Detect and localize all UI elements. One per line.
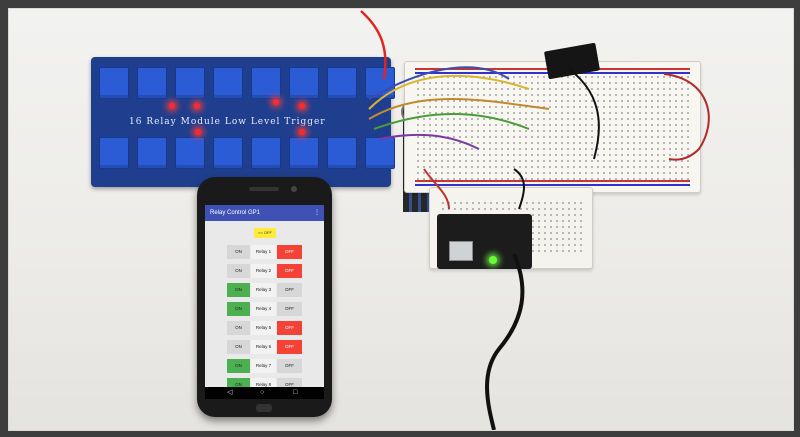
relay-block [175, 67, 205, 99]
on-button[interactable]: ON [227, 359, 250, 373]
ground-rail [415, 184, 690, 186]
red-wire [423, 168, 450, 210]
wires [360, 10, 710, 430]
status-led [195, 129, 201, 135]
relay-block [251, 67, 281, 99]
relay-block [213, 137, 243, 169]
overflow-menu-icon[interactable]: ⋮ [314, 210, 320, 216]
relay-name: Relay 2 [251, 264, 276, 278]
relay-block [327, 137, 357, 169]
off-button[interactable]: OFF [277, 359, 302, 373]
blue-wire [368, 66, 510, 100]
status-led [194, 103, 200, 109]
on-button[interactable]: ON [227, 340, 250, 354]
status-led [273, 99, 279, 105]
green-wire [373, 113, 530, 130]
black-wire [568, 68, 600, 160]
status-led [299, 129, 305, 135]
yellow-wire [368, 74, 530, 110]
on-button[interactable]: ON [227, 245, 250, 259]
on-button[interactable]: ON [227, 321, 250, 335]
home-icon[interactable]: ○ [260, 389, 265, 396]
app-title: Relay Control GP1 [210, 210, 261, 216]
all-off-button[interactable]: << OFF [254, 228, 276, 238]
recents-icon[interactable]: □ [293, 389, 298, 396]
on-button[interactable]: ON [227, 264, 250, 278]
status-led [299, 103, 305, 109]
purple-wire [378, 133, 480, 150]
power-rail [415, 180, 690, 182]
app-bar: Relay Control GP1 ⋮ [205, 205, 324, 221]
relay-name: Relay 1 [251, 245, 276, 259]
breadboard-holes [415, 74, 690, 180]
off-button[interactable]: OFF [277, 302, 302, 316]
relay-module-label: 16 Relay Module Low Level Trigger [129, 117, 326, 127]
on-button[interactable]: ON [227, 283, 250, 297]
relay-block [137, 67, 167, 99]
relay-name: Relay 5 [251, 321, 276, 335]
relay-block [175, 137, 205, 169]
relay-block [365, 137, 395, 169]
photo-scene: 16 Relay Module Low Level Trigger [8, 8, 794, 431]
black-wire [513, 168, 525, 210]
camera-icon [291, 186, 297, 192]
off-button[interactable]: OFF [277, 340, 302, 354]
status-led [169, 103, 175, 109]
red-wire [360, 10, 387, 80]
relay-block [213, 67, 243, 99]
nav-bar: ◁ ○ □ [205, 387, 324, 399]
phone-logo [256, 404, 272, 412]
relay-name: Relay 7 [251, 359, 276, 373]
relay-block [289, 67, 319, 99]
on-button[interactable]: ON [227, 302, 250, 316]
main-breadboard [404, 61, 701, 193]
relay-block [137, 137, 167, 169]
off-button[interactable]: OFF [277, 321, 302, 335]
off-button[interactable]: OFF [277, 245, 302, 259]
relay-block [99, 137, 129, 169]
relay-name: Relay 4 [251, 302, 276, 316]
phone-speaker [249, 187, 279, 191]
relay-block [99, 67, 129, 99]
relay-block [289, 137, 319, 169]
off-button[interactable]: OFF [277, 283, 302, 297]
relay-block [327, 67, 357, 99]
off-button[interactable]: OFF [277, 264, 302, 278]
power-led [489, 256, 497, 264]
relay-block [251, 137, 281, 169]
relay-name: Relay 6 [251, 340, 276, 354]
usb-port [449, 241, 473, 261]
relay-name: Relay 3 [251, 283, 276, 297]
back-icon[interactable]: ◁ [227, 389, 233, 396]
power-cable [485, 253, 525, 430]
orange-wire [368, 98, 550, 120]
red-wire [663, 73, 710, 161]
